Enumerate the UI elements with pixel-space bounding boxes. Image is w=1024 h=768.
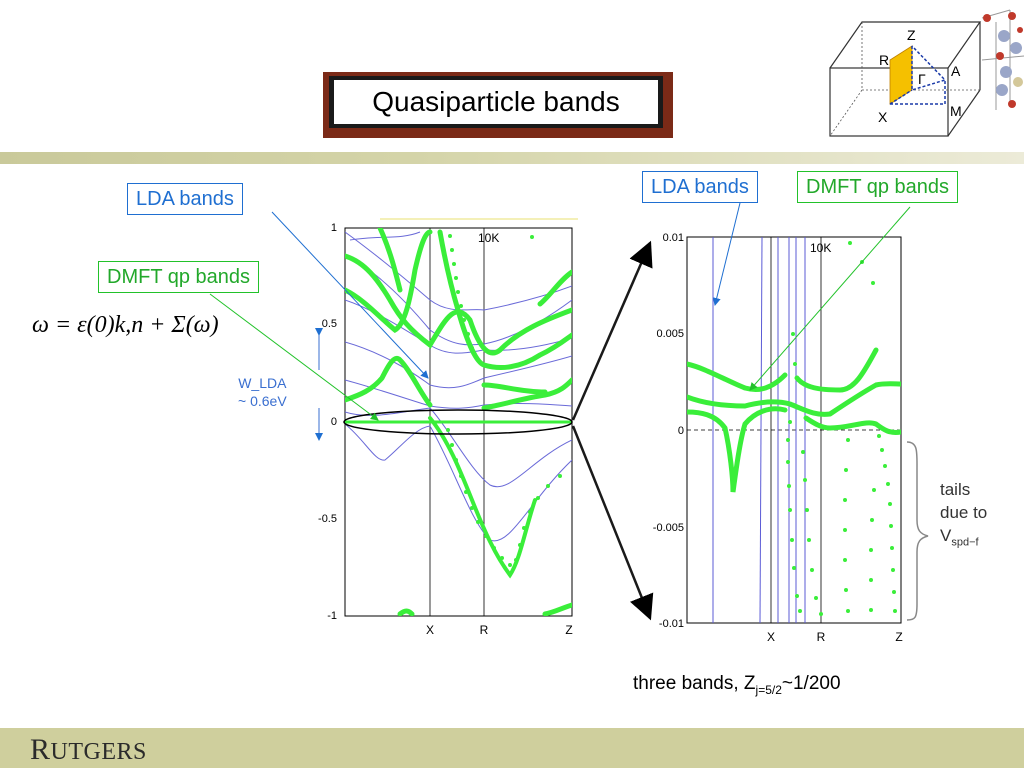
- right-ytick-0.01: 0.01: [663, 232, 684, 244]
- right-xtick-r: R: [817, 630, 826, 644]
- zoom-arrow-bottom: [571, 425, 654, 621]
- right-xtick-x: X: [767, 630, 775, 644]
- right-ytick-0: 0: [678, 425, 684, 437]
- bz-label-r: R: [879, 52, 889, 68]
- right-ytick-0.005: 0.005: [656, 328, 684, 340]
- bz-label-gamma: Γ: [918, 71, 926, 87]
- left-ytick-1: 1: [331, 222, 337, 234]
- tails-brace: [906, 441, 929, 621]
- bz-highlight-plane: [889, 45, 913, 105]
- fermi-level-ellipse: [343, 409, 573, 435]
- tails-line1: tails: [940, 480, 971, 499]
- dmft-bands-label-right: DMFT qp bands: [797, 171, 959, 203]
- left-band-plot: 10K 1 0.5 0 -0.5 -1 X R Z: [318, 218, 578, 637]
- left-ytick-neg0.5: -0.5: [318, 513, 337, 525]
- header-divider-bar: [0, 152, 1024, 164]
- left-xtick-z: Z: [565, 623, 572, 637]
- bz-label-a: A: [951, 63, 961, 79]
- crystal-structure-icon: [981, 9, 1024, 110]
- dmft-bands-label-left: DMFT qp bands: [98, 261, 260, 293]
- left-xtick-x: X: [426, 623, 434, 637]
- right-ytick-neg0.005: -0.005: [653, 522, 684, 534]
- formula-text: ω = ε(0)k,n + Σ(ω): [32, 312, 219, 338]
- slide-title: Quasiparticle bands: [334, 80, 658, 124]
- tails-line3: Vspd−f: [940, 526, 979, 549]
- tails-line2: due to: [940, 503, 988, 522]
- rutgers-logo: RUTGERS: [30, 733, 147, 766]
- dmft-callout-line-left: [209, 293, 379, 421]
- bz-label-m: M: [950, 103, 962, 119]
- right-dmft-dots: [786, 241, 897, 616]
- right-band-plot: 10K 0.01 0.005 0 -0.005 -0.01 X R Z: [653, 232, 903, 644]
- left-ytick-neg1: -1: [327, 610, 337, 622]
- left-temp-label: 10K: [478, 231, 499, 245]
- dmft-callout-line-right: [749, 206, 911, 391]
- quasiparticle-weight-note: three bands, Zj=5/2~1/200: [633, 673, 841, 697]
- bandwidth-label-line1: W_LDA: [238, 375, 287, 391]
- bandwidth-label-line2: ~ 0.6eV: [238, 393, 287, 409]
- left-dmft-dots: [446, 234, 562, 567]
- bz-label-x: X: [878, 109, 888, 125]
- right-temp-label: 10K: [810, 241, 831, 255]
- footer-bar: [0, 728, 1024, 768]
- lda-bands-label-right: LDA bands: [642, 171, 758, 203]
- left-lda-bands: [345, 231, 572, 542]
- right-ytick-neg0.01: -0.01: [659, 618, 684, 630]
- tails-annotation: tails due to Vspd−f: [940, 478, 987, 554]
- lda-callout-line-right: [712, 202, 741, 306]
- brillouin-zone-diagram: Z R Γ A X M: [829, 21, 982, 137]
- right-xtick-z: Z: [895, 630, 902, 644]
- left-xtick-r: R: [480, 623, 489, 637]
- bz-label-z: Z: [907, 27, 916, 43]
- right-dmft-bands: [687, 347, 901, 493]
- self-energy-formula: ω = ε(0)k,n + Σ(ω): [32, 312, 219, 339]
- bandwidth-label: W_LDA ~ 0.6eV: [238, 374, 287, 410]
- left-dmft-bands: [345, 228, 572, 616]
- zoom-arrow-top: [571, 240, 653, 421]
- left-ytick-0: 0: [331, 416, 337, 428]
- left-ytick-0.5: 0.5: [322, 318, 337, 330]
- lda-callout-line-left: [271, 211, 429, 379]
- lda-bands-label-left: LDA bands: [127, 183, 243, 215]
